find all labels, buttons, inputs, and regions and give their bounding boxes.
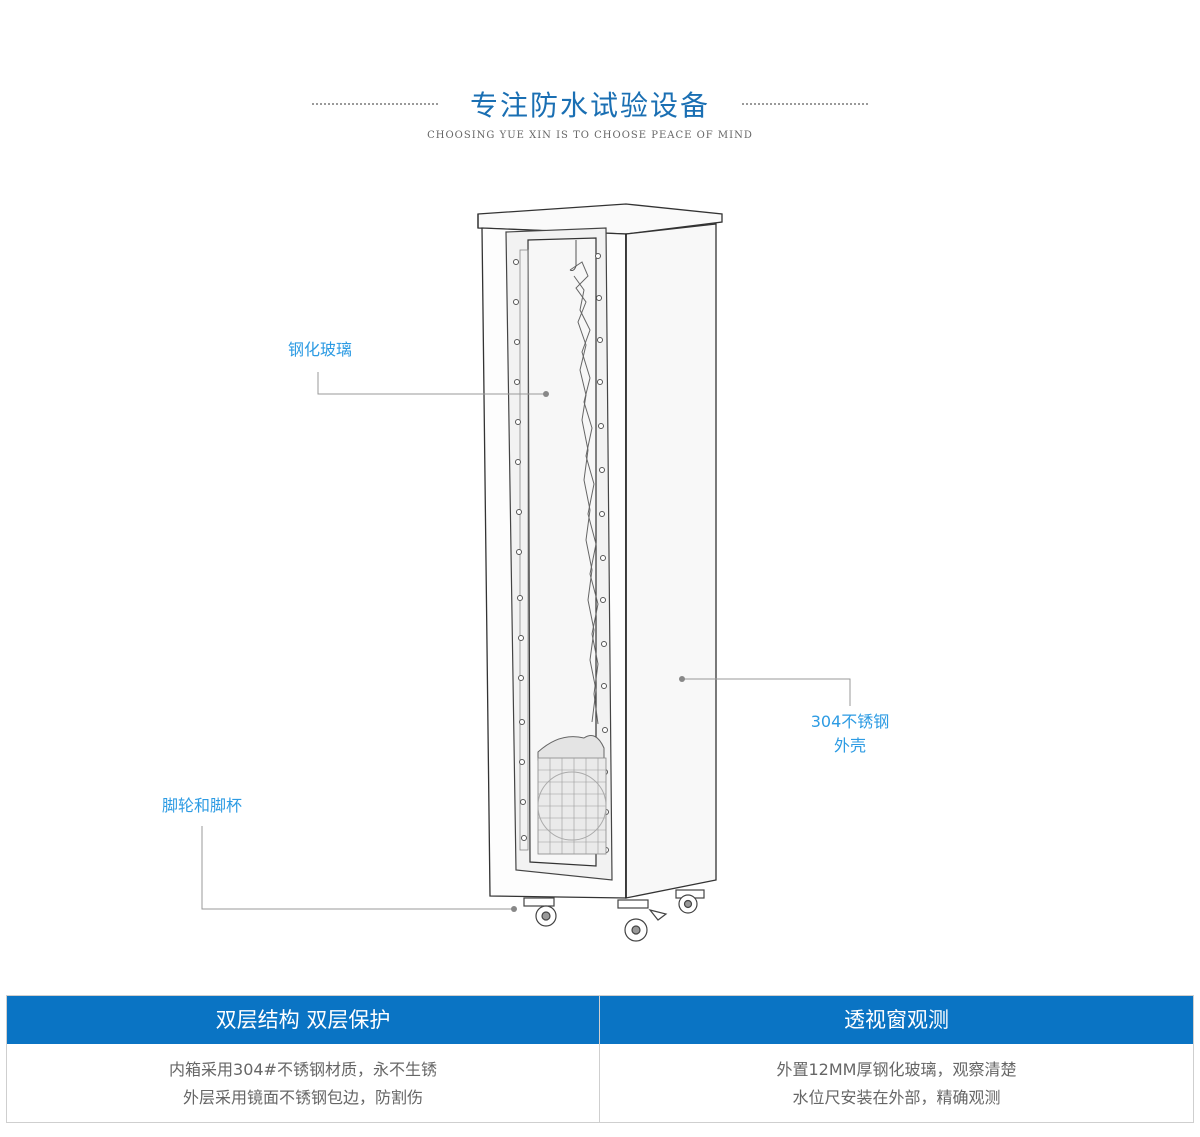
page-title: 专注防水试验设备	[469, 89, 710, 122]
feature-column: 透视窗观测 外置12MM厚钢化玻璃，观察清楚 水位尺安装在外部，精确观测	[600, 996, 1193, 1122]
bolts-left	[513, 259, 527, 841]
callout-stainless-shell: 304不锈钢 外壳	[798, 710, 902, 758]
callout-stainless-shell-line2: 外壳	[833, 736, 866, 755]
feature-line: 内箱采用304#不锈钢材质，永不生锈	[169, 1060, 437, 1079]
callout-casters: 脚轮和脚杯	[161, 796, 242, 815]
feature-title: 双层结构 双层保护	[7, 996, 599, 1044]
page-subtitle: CHOOSING YUE XIN IS TO CHOOSE PEACE OF M…	[427, 130, 753, 141]
chain	[569, 261, 599, 725]
divider-dots-left	[312, 103, 438, 105]
feature-line: 外置12MM厚钢化玻璃，观察清楚	[776, 1060, 1017, 1079]
leader-lines	[201, 372, 851, 910]
callout-stainless-shell-line1: 304不锈钢	[810, 712, 890, 731]
feature-description: 外置12MM厚钢化玻璃，观察清楚 水位尺安装在外部，精确观测	[600, 1044, 1193, 1112]
callout-tempered-glass: 钢化玻璃	[287, 340, 352, 359]
feature-table: 双层结构 双层保护 内箱采用304#不锈钢材质，永不生锈 外层采用镜面不锈钢包边…	[6, 995, 1194, 1123]
feature-title: 透视窗观测	[600, 996, 1193, 1044]
cabinet-illustration	[201, 203, 851, 942]
casters	[523, 889, 705, 942]
divider-dots-right	[742, 103, 868, 105]
section-header: 专注防水试验设备 CHOOSING YUE XIN IS TO CHOOSE P…	[0, 78, 1200, 148]
feature-line: 外层采用镜面不锈钢包边，防割伤	[182, 1088, 423, 1107]
feature-line: 水位尺安装在外部，精确观测	[792, 1088, 1001, 1107]
feature-description: 内箱采用304#不锈钢材质，永不生锈 外层采用镜面不锈钢包边，防割伤	[7, 1044, 599, 1112]
feature-column: 双层结构 双层保护 内箱采用304#不锈钢材质，永不生锈 外层采用镜面不锈钢包边…	[7, 996, 600, 1122]
